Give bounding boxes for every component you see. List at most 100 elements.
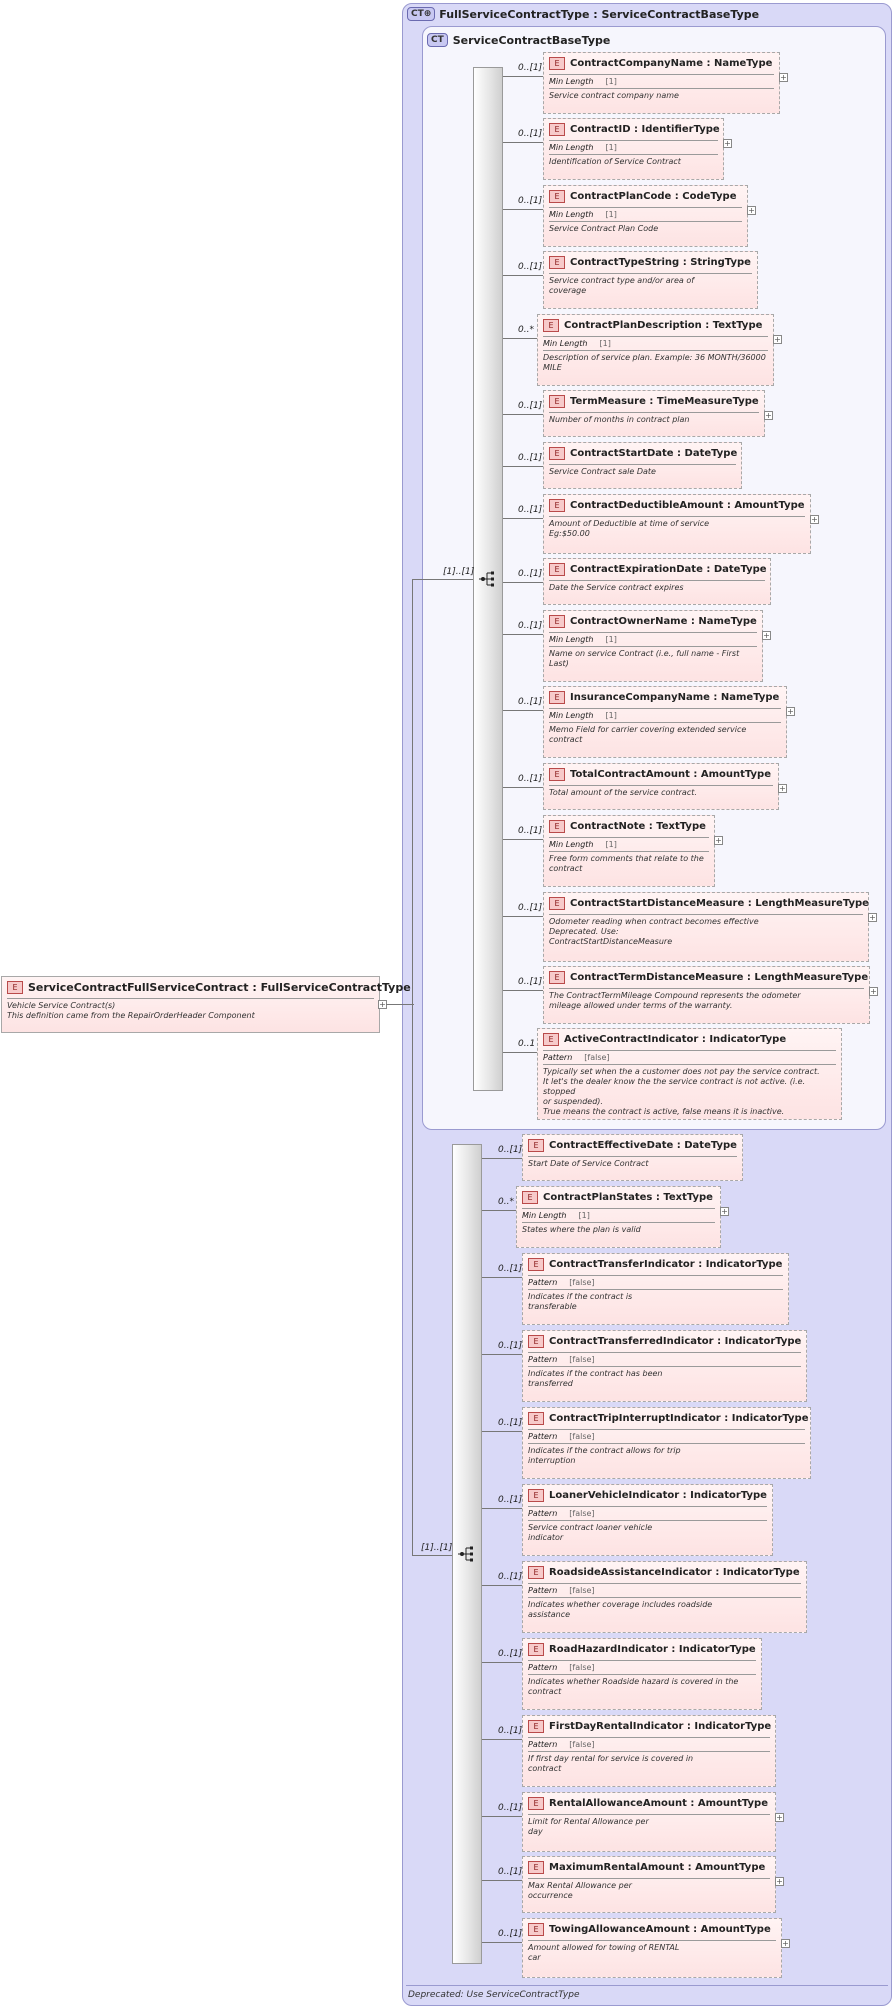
element-cardinality: 0..[1] [518, 262, 543, 272]
expand-icon[interactable]: + [762, 631, 771, 640]
element-icon: E [549, 395, 565, 408]
expand-icon[interactable]: + [764, 411, 773, 420]
expand-icon[interactable]: + [773, 335, 782, 344]
expand-icon[interactable]: + [747, 206, 756, 215]
element-icon: E [528, 1566, 544, 1579]
expand-icon[interactable]: + [723, 139, 732, 148]
element-name: ContractTransferredIndicator : Indicator… [549, 1336, 802, 1347]
element-doc: Total amount of the service contract. [549, 788, 697, 797]
element-name: ContractCompanyName : NameType [570, 58, 773, 69]
outer-type-header: CT⊕ FullServiceContractType : ServiceCon… [407, 7, 759, 21]
expand-icon[interactable]: + [714, 836, 723, 845]
expand-icon[interactable]: + [869, 987, 878, 996]
connector-line [482, 1662, 522, 1663]
element-cardinality: 0..[1] [518, 63, 543, 73]
connector-line [503, 916, 543, 917]
connector-line [503, 209, 543, 210]
element-cardinality: 0..[1] [498, 1418, 523, 1428]
element-name: ContractNote : TextType [570, 821, 706, 832]
expand-icon[interactable]: + [781, 1939, 790, 1948]
element-icon: E [549, 447, 565, 460]
element-facet: Min Length[1] [549, 77, 617, 86]
connector-line [482, 1431, 522, 1432]
element-name: TotalContractAmount : AmountType [570, 769, 771, 780]
expand-icon[interactable]: + [786, 707, 795, 716]
element-icon: E [549, 563, 565, 576]
element-facet: Pattern[false] [528, 1586, 595, 1595]
element-facet: Pattern[false] [528, 1663, 595, 1672]
element-name: ContractOwnerName : NameType [570, 616, 757, 627]
connector-line [503, 142, 543, 143]
connector-line [503, 1052, 537, 1053]
expand-icon[interactable]: + [810, 515, 819, 524]
element-facet: Min Length[1] [549, 635, 617, 644]
expand-icon[interactable]: + [720, 1207, 729, 1216]
element-cardinality: 0..[1] [518, 621, 543, 631]
element-doc: Service contract type and/or area of cov… [549, 276, 695, 295]
sequence-2-cardinality: [1]..[1] [421, 1543, 453, 1553]
element-name: ContractDeductibleAmount : AmountType [570, 500, 805, 511]
element-cardinality: 0..[1] [518, 453, 543, 463]
element-name: ContractStartDate : DateType [570, 448, 738, 459]
element-name: ContractPlanDescription : TextType [564, 320, 763, 331]
expand-icon[interactable]: + [779, 73, 788, 82]
element-doc: Date the Service contract expires [549, 583, 684, 592]
inner-type-header: CT ServiceContractBaseType [427, 33, 610, 47]
expand-icon[interactable]: + [778, 784, 787, 793]
connector-line [503, 710, 543, 711]
element-doc: Indicates if the contract has been trans… [528, 1369, 663, 1388]
expand-icon[interactable]: + [775, 1813, 784, 1822]
root-element-name: ServiceContractFullServiceContract : Ful… [28, 981, 411, 994]
element-cardinality: 0..[1] [498, 1495, 523, 1505]
connector-line [482, 1508, 522, 1509]
element-icon: E [549, 820, 565, 833]
element-icon: E [549, 691, 565, 704]
element-cardinality: 0..[1] [518, 401, 543, 411]
inner-type-title: ServiceContractBaseType [452, 33, 611, 47]
root-element[interactable]: E ServiceContractFullServiceContract : F… [1, 976, 411, 1033]
connector-line [503, 76, 543, 77]
element-cardinality: 0..* [498, 1197, 514, 1207]
expand-icon[interactable]: + [868, 913, 877, 922]
element-icon: E [549, 897, 565, 910]
connector-line [503, 338, 537, 339]
element-doc: Description of service plan. Example: 36… [543, 353, 766, 372]
element-name: ContractExpirationDate : DateType [570, 564, 767, 575]
element-facet: Min Length[1] [549, 711, 617, 720]
connector-line [482, 1210, 516, 1211]
expand-icon[interactable]: + [775, 1877, 784, 1886]
element-icon: E [543, 319, 559, 332]
connector-line [482, 1585, 522, 1586]
element-doc: Service contract loaner vehicle indicato… [528, 1523, 653, 1542]
element-name: ActiveContractIndicator : IndicatorType [564, 1034, 787, 1045]
connector-line [503, 275, 543, 276]
